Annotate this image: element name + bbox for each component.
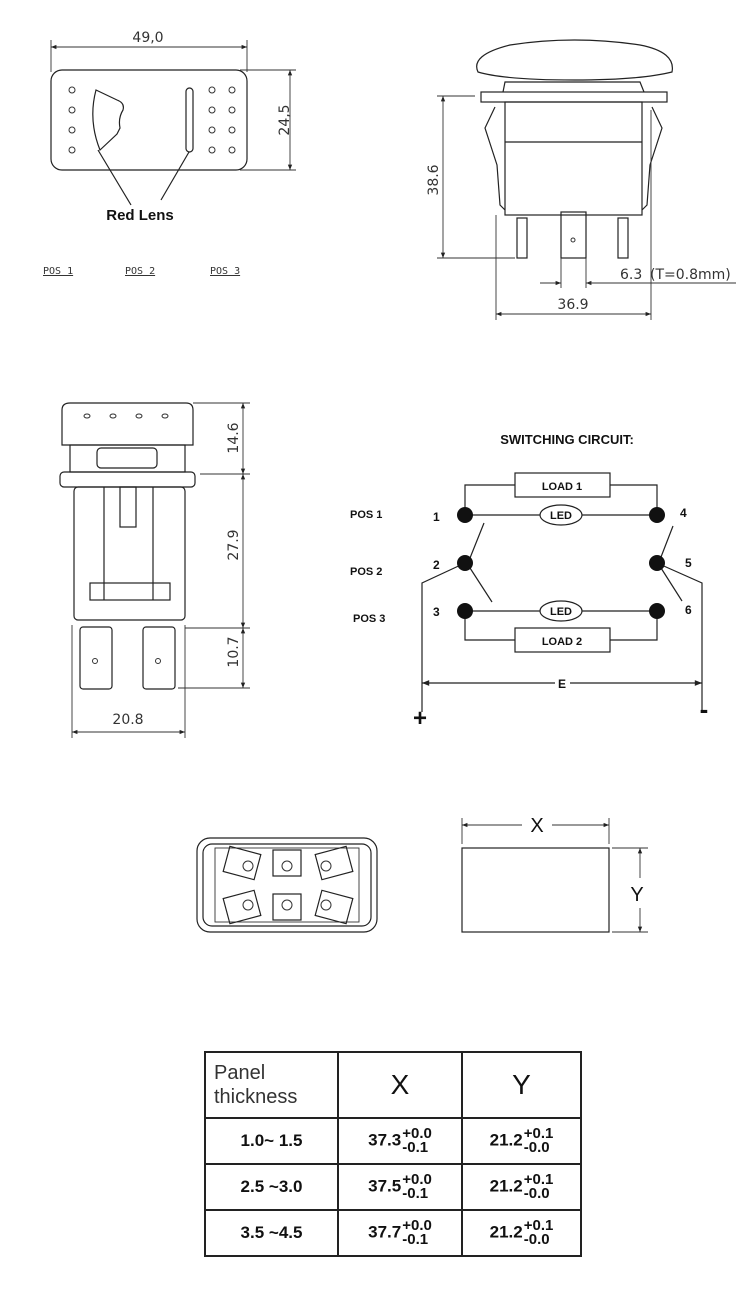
- y-value: 21.2: [489, 1176, 523, 1196]
- led-2: [539, 600, 583, 622]
- y-value: 21.2: [489, 1222, 523, 1242]
- thickness-cell: 2.5 ~3.0: [204, 1163, 339, 1211]
- switching-circuit: SWITCHING CIRCUIT: LOAD 1 LED LED LOAD 2…: [350, 432, 708, 732]
- thickness-cell: 1.0~ 1.5: [204, 1117, 339, 1165]
- y-cell: 21.2+0.1-0.0: [461, 1209, 582, 1257]
- terminal-6: [649, 603, 665, 619]
- y-tol-plus: +0.1: [523, 1217, 554, 1234]
- position-label: POS 1: [43, 266, 73, 277]
- terminal-thickness-note: (T=0.8mm): [650, 267, 731, 283]
- x-tol-plus: +0.0: [402, 1125, 432, 1142]
- circuit-pos-2: POS 2: [350, 566, 382, 578]
- terminal-dimension: 10.7: [226, 636, 242, 667]
- led-1-label: LED: [550, 510, 572, 522]
- load-1: [514, 472, 611, 498]
- cap-dimension: 14.6: [226, 422, 242, 453]
- led-2-label: LED: [550, 606, 572, 618]
- terminal-2: [457, 555, 473, 571]
- x-cell: 37.7+0.0-0.1: [337, 1209, 463, 1257]
- x-value: 37.5: [368, 1176, 402, 1196]
- load-2: [514, 627, 611, 653]
- header-x: X: [337, 1051, 463, 1119]
- body-dimension: 27.9: [226, 529, 242, 560]
- terminal-width-dimension: 6.3: [620, 267, 642, 283]
- led-1: [539, 504, 583, 526]
- table-row: 1.0~ 1.5 37.3+0.0-0.1 21.2+0.1-0.0: [204, 1117, 582, 1165]
- load-2-label: LOAD 2: [542, 636, 582, 648]
- table-row: 3.5 ~4.5 37.7+0.0-0.1 21.2+0.1-0.0: [204, 1209, 582, 1257]
- header-panel-thickness: Panel thickness: [204, 1051, 339, 1119]
- panel-cutout-table: Panel thickness X Y 1.0~ 1.5 37.3+0.0-0.…: [204, 1051, 582, 1257]
- circuit-pos-1: POS 1: [350, 509, 382, 521]
- position-label: POS 3: [210, 266, 240, 277]
- circuit-title: SWITCHING CIRCUIT:: [500, 432, 634, 447]
- x-tol-minus: -0.1: [402, 1231, 429, 1248]
- height-dimension: 24,5: [277, 104, 293, 135]
- red-lens-indicator: [185, 87, 194, 153]
- terminal-1: [457, 507, 473, 523]
- terminal-number: 3: [433, 605, 440, 619]
- terminal-number: 1: [433, 510, 440, 524]
- negative-terminal-symbol: -: [700, 694, 709, 724]
- width-dimension: 49,0: [132, 30, 163, 46]
- circuit-pos-3: POS 3: [353, 613, 385, 625]
- y-tol-plus: +0.1: [523, 1171, 554, 1188]
- x-tol-minus: -0.1: [402, 1185, 429, 1202]
- x-cell: 37.5+0.0-0.1: [337, 1163, 463, 1211]
- load-1-label: LOAD 1: [542, 481, 582, 493]
- cutout-y-label: Y: [630, 884, 643, 906]
- y-tol-minus: -0.0: [523, 1139, 550, 1156]
- x-cell: 37.3+0.0-0.1: [337, 1117, 463, 1165]
- y-cell: 21.2+0.1-0.0: [461, 1117, 582, 1165]
- red-lens-symbol: [92, 89, 124, 152]
- terminal-3: [457, 603, 473, 619]
- y-cell: 21.2+0.1-0.0: [461, 1163, 582, 1211]
- end-view: 38.6 6.3 (T=0.8mm) 36.9: [426, 39, 736, 320]
- red-lens-callout: Red Lens: [106, 207, 174, 224]
- terminal-number: 2: [433, 558, 440, 572]
- front-view: 49,0 24,5 Red Lens POS 1 POS 2 POS 3: [43, 30, 296, 277]
- position-label: POS 2: [125, 266, 155, 277]
- terminal-5: [649, 555, 665, 571]
- width-dimension: 36.9: [557, 297, 588, 313]
- panel-cutout: X Y: [461, 815, 648, 933]
- header-y: Y: [461, 1051, 582, 1119]
- y-value: 21.2: [489, 1130, 523, 1150]
- terminal-number: 6: [685, 603, 692, 617]
- x-value: 37.3: [368, 1130, 402, 1150]
- thickness-cell: 3.5 ~4.5: [204, 1209, 339, 1257]
- x-tol-minus: -0.1: [402, 1139, 429, 1156]
- y-tol-minus: -0.0: [523, 1231, 550, 1248]
- supply-label: E: [558, 677, 566, 691]
- rocker-cap: [476, 39, 673, 81]
- x-tol-plus: +0.0: [402, 1217, 432, 1234]
- terminal-4: [649, 507, 665, 523]
- terminal-number: 5: [685, 556, 692, 570]
- table-row: 2.5 ~3.0 37.5+0.0-0.1 21.2+0.1-0.0: [204, 1163, 582, 1211]
- cutout-x-label: X: [530, 815, 543, 837]
- rocker-face: [50, 69, 248, 171]
- height-dimension: 38.6: [426, 164, 442, 195]
- y-tol-plus: +0.1: [523, 1125, 554, 1142]
- positive-terminal-symbol: +: [413, 705, 427, 732]
- x-value: 37.7: [368, 1222, 402, 1242]
- side-view: 14.6 27.9 10.7 20.8: [59, 402, 250, 738]
- table-header-row: Panel thickness X Y: [204, 1051, 582, 1119]
- x-tol-plus: +0.0: [402, 1171, 432, 1188]
- width-dimension: 20.8: [112, 712, 143, 728]
- y-tol-minus: -0.0: [523, 1185, 550, 1202]
- bottom-view: [196, 837, 378, 933]
- terminal-number: 4: [680, 506, 687, 520]
